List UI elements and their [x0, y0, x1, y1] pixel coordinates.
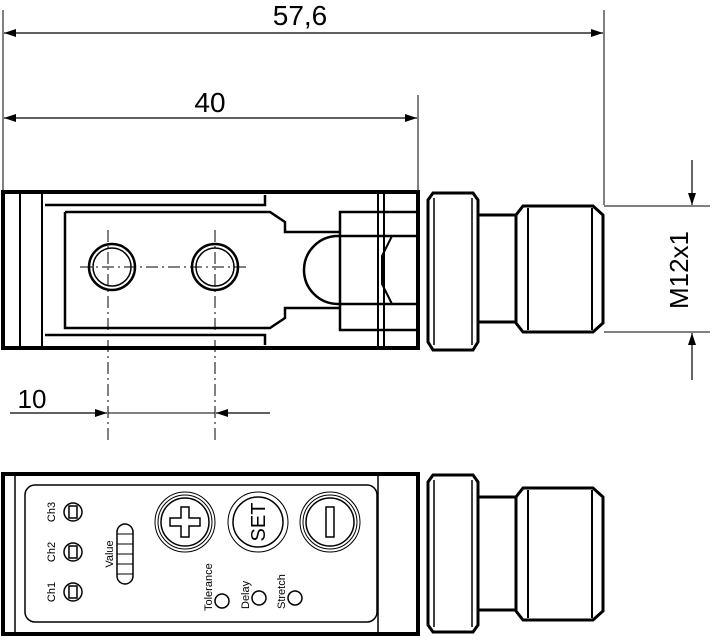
plus-button[interactable] — [154, 491, 216, 553]
label-ch2: Ch2 — [46, 542, 58, 562]
led-ch2 — [63, 542, 83, 562]
sensor-front-view: Ch1 Ch2 Ch3 Value SET — [1, 472, 605, 636]
dimension-hole-offset-label: 10 — [18, 384, 47, 414]
label-ch3: Ch3 — [46, 502, 58, 522]
dimension-thread-label: M12x1 — [664, 231, 694, 309]
mode-indicators: Tolerance Delay Stretch — [203, 563, 303, 611]
label-stretch: Stretch — [276, 574, 288, 609]
set-label: SET — [248, 503, 270, 542]
minus-icon — [325, 506, 335, 538]
plus-icon — [169, 506, 201, 538]
value-bargraph: Value — [104, 523, 134, 585]
label-ch1: Ch1 — [46, 582, 58, 602]
channel-leds: Ch1 Ch2 Ch3 — [46, 502, 83, 602]
sensor-top-view — [1, 190, 605, 352]
led-stretch — [287, 590, 303, 606]
label-value: Value — [104, 540, 116, 567]
mounting-hole — [190, 242, 240, 292]
control-panel — [24, 484, 378, 623]
led-delay — [251, 590, 267, 606]
dimension-thread: M12x1 — [604, 160, 710, 380]
led-ch1 — [63, 582, 83, 602]
minus-button[interactable] — [299, 491, 361, 553]
label-delay: Delay — [240, 580, 252, 609]
dimension-overall: 57,6 — [2, 0, 605, 205]
dimension-body-label: 40 — [194, 87, 225, 118]
dimension-overall-label: 57,6 — [273, 0, 328, 31]
set-button[interactable]: SET — [227, 491, 289, 553]
dimension-body: 40 — [4, 87, 419, 190]
led-ch3 — [63, 502, 83, 522]
label-tolerance: Tolerance — [203, 563, 215, 611]
mounting-hole — [87, 242, 137, 292]
led-tolerance — [214, 593, 230, 609]
